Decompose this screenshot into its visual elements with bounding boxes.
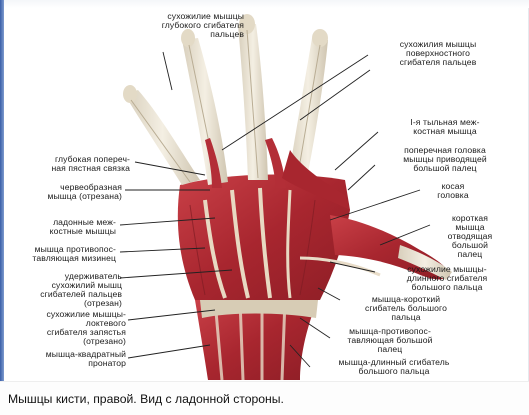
label-pronator-quadratus: мышца-квадратный пронатор: [12, 350, 126, 368]
forearm: [195, 294, 318, 380]
label-lumbrical: червеобразная мышца (отрезана): [12, 183, 122, 201]
label-flexor-pollicis-longus: мышца-длинный сгибатель большого пальца: [306, 358, 482, 376]
label-transverse-head-adductor: поперечная головка мышцы приводящей боль…: [370, 146, 520, 173]
label-superficial-flexor-tendons: сухожилия мышцы поверхностного сгибателя…: [358, 40, 518, 67]
label-first-dorsal-interosseous: I-я тыльная меж- костная мышца: [380, 118, 510, 136]
label-flexor-pollicis-brevis: мышца-короткий сгибатель большого пальца: [336, 295, 476, 322]
label-flexor-pollicis-longus-tendon: сухожилие мышцы- длинного сгибателя боль…: [372, 265, 522, 292]
label-flexor-carpi-ulnaris-tendon: сухожилие мышцы- локтевого сгибателя зап…: [12, 310, 126, 346]
label-retinaculum-flexor-tendons: удерживатель сухожилий мышц сгибателей п…: [12, 272, 122, 308]
label-oblique-head: косая головка: [418, 182, 488, 200]
label-abductor-pollicis-brevis: короткая мышца отводящая большой палец: [430, 214, 510, 259]
label-opponens-digiti-minimi: мышца противопос- тавляющая мизинец: [12, 245, 116, 263]
label-deep-transverse-ligament: глубокая попереч- ная пястная связка: [12, 155, 130, 173]
figure-caption: Мышцы кисти, правой. Вид с ладонной стор…: [8, 392, 521, 406]
label-opponens-pollicis: мышца-противопос- тавляющая большой пале…: [322, 327, 458, 354]
label-palmar-interossei: ладонные меж- костные мышцы: [12, 218, 116, 236]
label-deep-flexor-tendon: сухожилие мышцы глубокого сгибателя паль…: [152, 12, 244, 39]
